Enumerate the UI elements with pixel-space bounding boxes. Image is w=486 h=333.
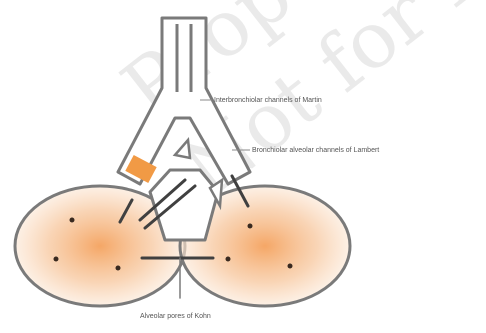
dot bbox=[248, 224, 253, 229]
label-martin: Interbronchiolar channels of Martin bbox=[214, 97, 322, 104]
dot bbox=[54, 257, 59, 262]
dot bbox=[226, 257, 231, 262]
dot bbox=[288, 264, 293, 269]
label-lambert: Bronchiolar alveolar channels of Lambert bbox=[252, 147, 379, 154]
label-kohn: Alveolar pores of Kohn bbox=[140, 313, 211, 320]
dot bbox=[70, 218, 75, 223]
dot bbox=[116, 266, 121, 271]
